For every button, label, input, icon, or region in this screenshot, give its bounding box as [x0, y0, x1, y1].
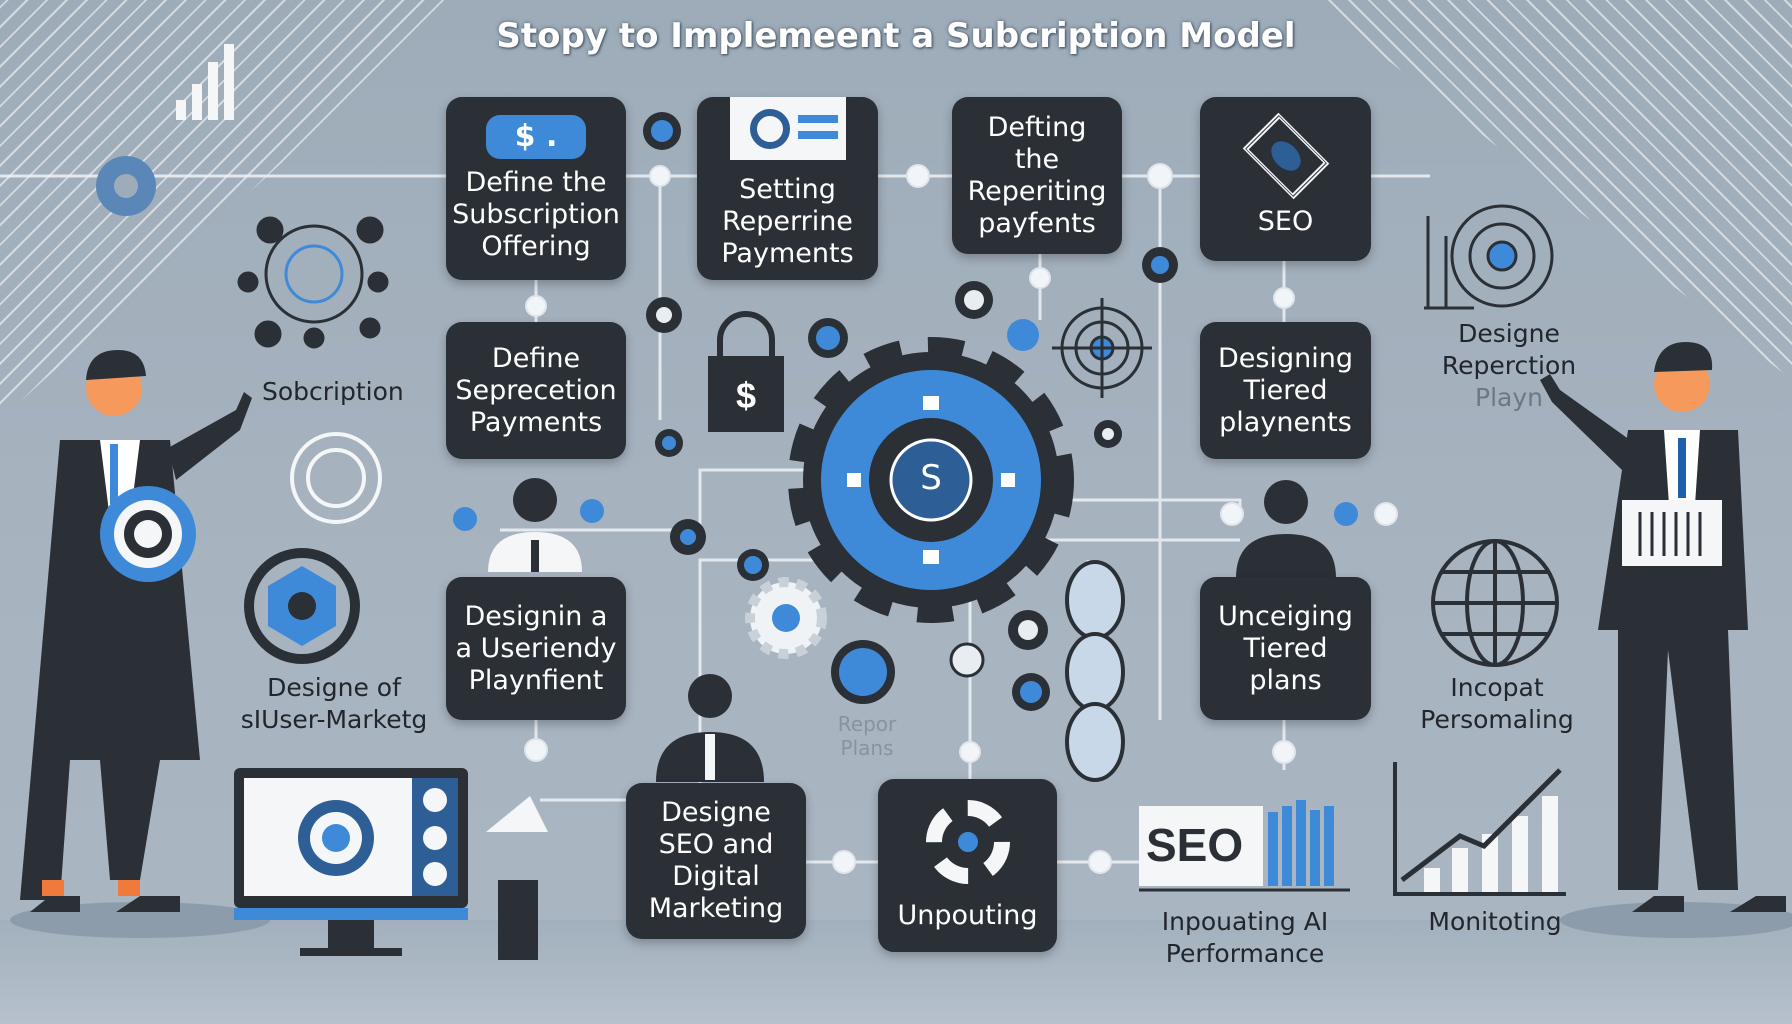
target-icon — [290, 432, 382, 524]
globe-icon — [1431, 539, 1559, 667]
target-board-icon — [1424, 204, 1554, 310]
stacked-dollar-icon — [1242, 112, 1329, 200]
seo-badge-text: SEO — [1146, 819, 1244, 871]
lens-chain-icon — [1065, 560, 1125, 782]
person-silhouette-icon — [1236, 480, 1336, 578]
gear-icon-topleft — [96, 156, 156, 216]
person-silhouette-icon — [656, 674, 764, 782]
label-monitoring: Monitoting — [1428, 907, 1562, 936]
small-node-icons — [453, 112, 1358, 711]
pyramid-shape — [486, 796, 548, 832]
growth-line-chart-icon — [1393, 762, 1566, 896]
page-title: Stopy to Implemeent a Subcription Model — [496, 16, 1296, 56]
monitor-illustration — [234, 768, 468, 956]
label-subscription: Sobcription — [262, 377, 404, 406]
bar-signal-icon — [176, 44, 234, 120]
step-box-seo: SEO — [1200, 97, 1371, 261]
crosshair-icon — [1052, 298, 1152, 398]
small-gear-icon — [745, 577, 827, 659]
dollar-badge-icon: $ . — [486, 114, 586, 159]
businessman-right-illustration — [1540, 342, 1792, 938]
central-gear-symbol: S — [920, 458, 942, 498]
subscription-network-icon — [237, 216, 389, 349]
invoice-icon — [729, 97, 846, 160]
shield-badge-icon — [244, 548, 360, 664]
gear-icon — [925, 799, 1010, 884]
step-box-unpouting: Unpouting — [878, 779, 1057, 952]
phone-illustration — [498, 880, 538, 960]
padlock-dollar-icon: $ — [708, 311, 784, 432]
central-gear-icon — [788, 337, 1074, 623]
seo-bar-chart-illustration — [1139, 800, 1350, 892]
businessman-left-illustration — [10, 350, 270, 938]
person-silhouette-icon — [488, 478, 582, 572]
svg-text:$: $ — [736, 375, 756, 416]
